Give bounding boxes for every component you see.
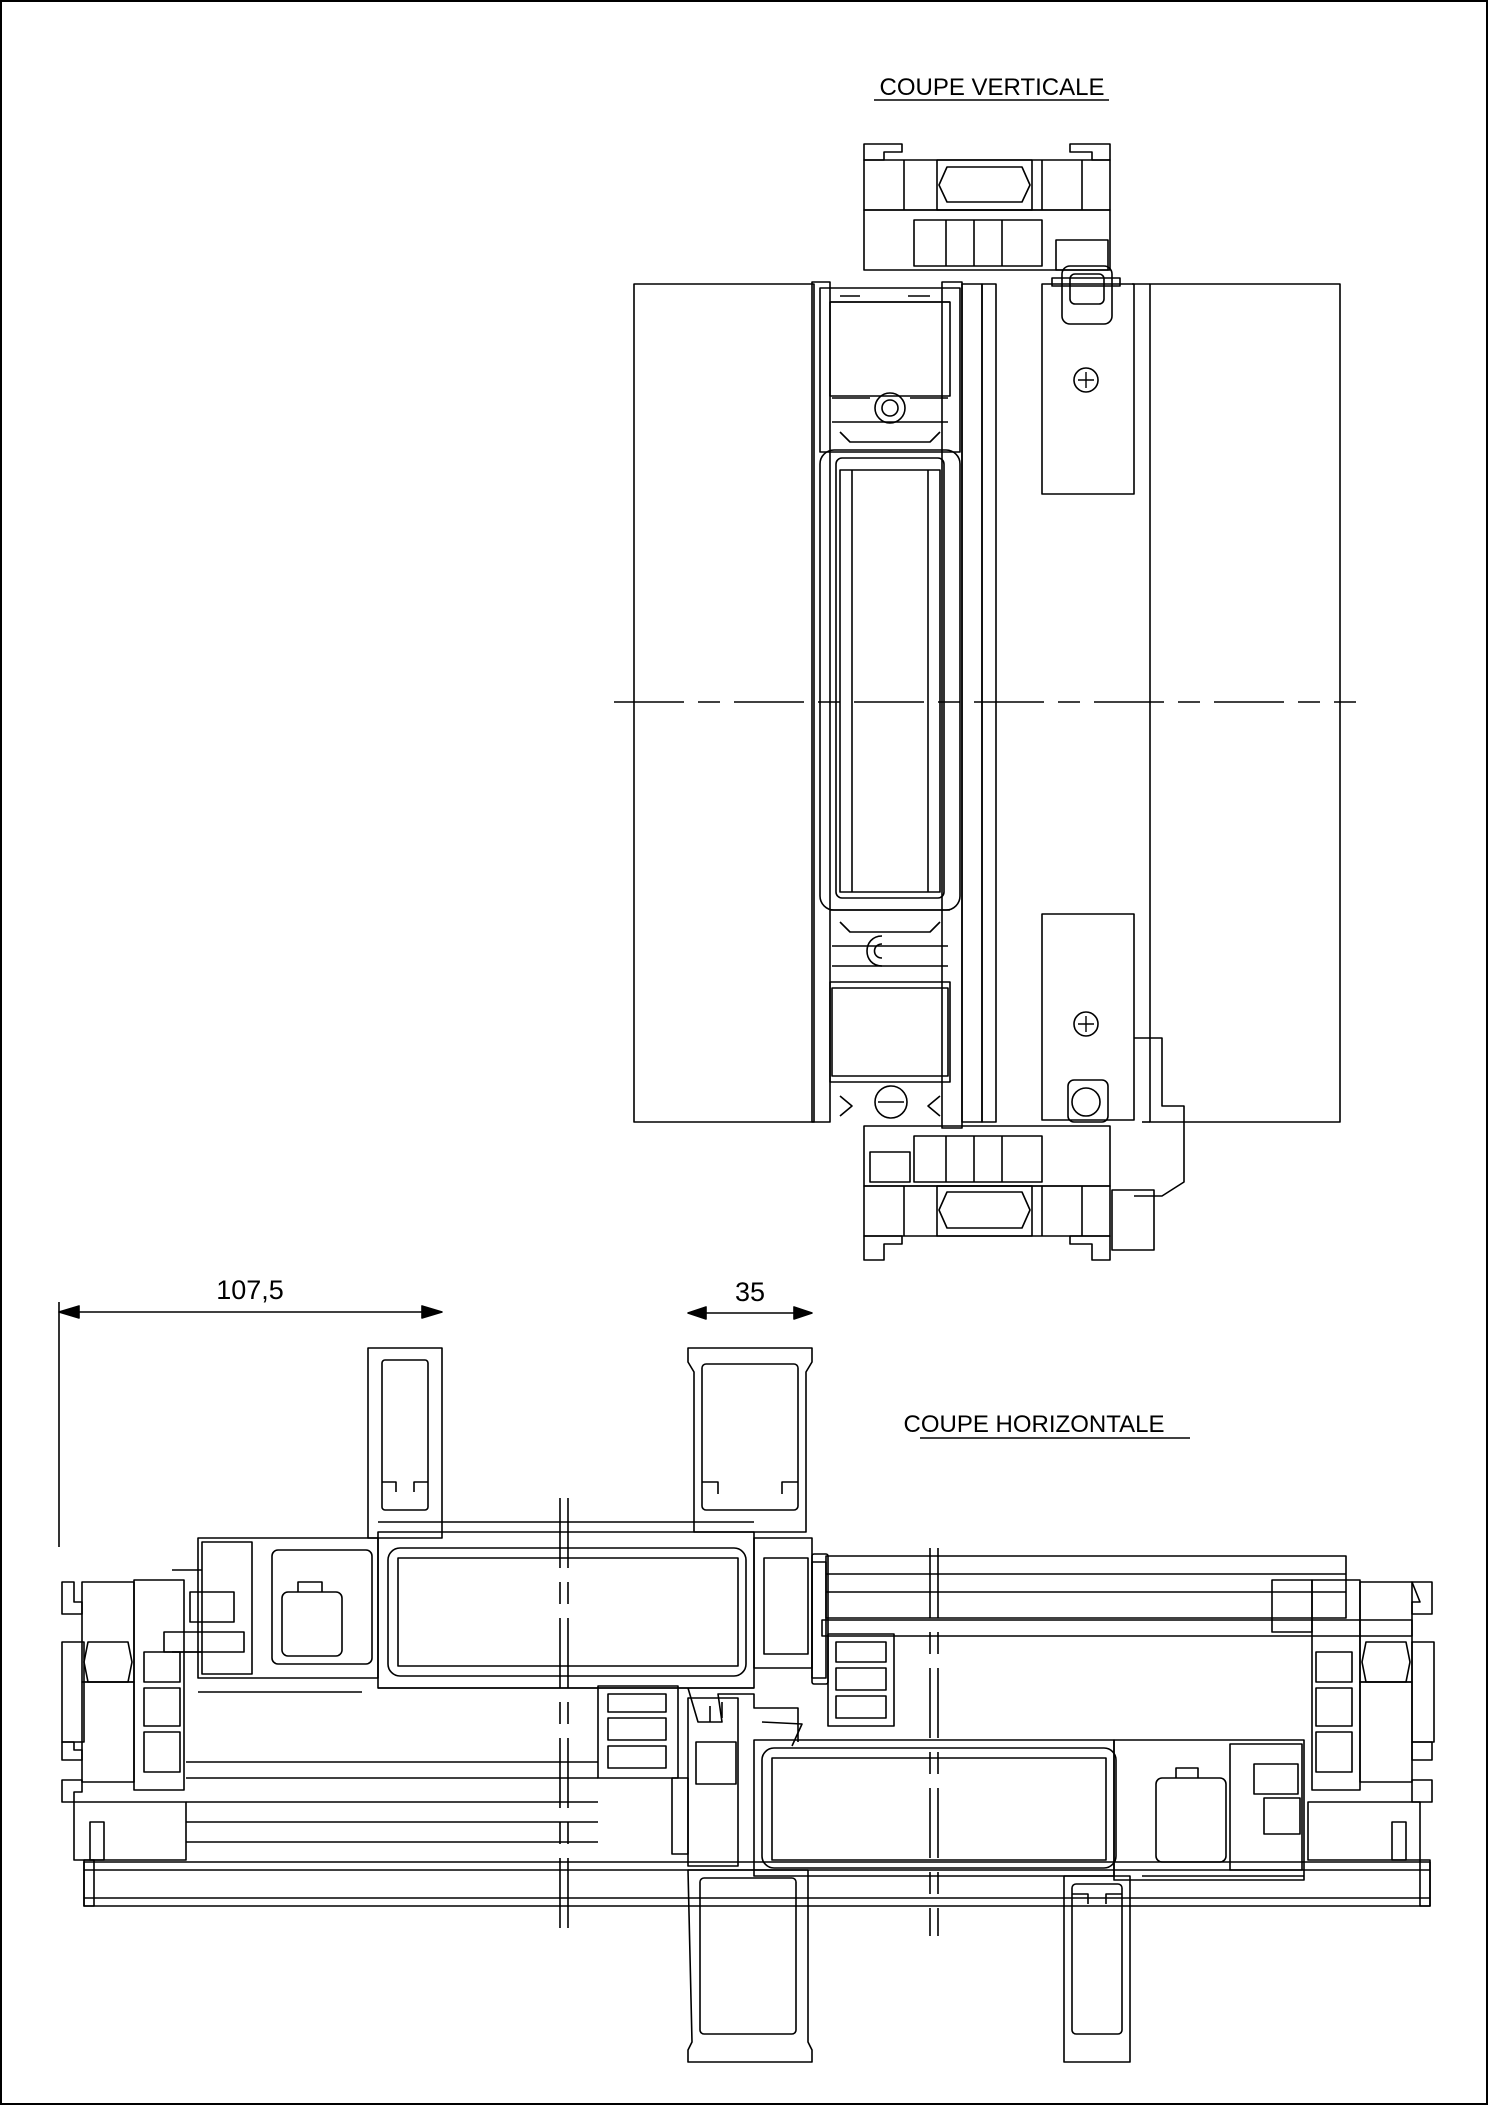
central-interlock — [671, 1687, 803, 1867]
right-glass-unit — [753, 1739, 1117, 1877]
centre-fin-bottom — [687, 1869, 813, 2063]
right-sash — [1113, 1739, 1305, 1881]
right-outer-frame — [1271, 1579, 1435, 1861]
lower-sash-detail — [829, 909, 951, 1119]
horizontal-section: COUPE HORIZONTALE — [61, 1347, 1435, 2063]
horizontal-section-title: COUPE HORIZONTALE — [904, 1411, 1165, 1438]
wall-slab-left — [633, 283, 815, 1123]
vertical-section: COUPE VERTICALE — [614, 74, 1356, 1261]
left-sash — [163, 1537, 379, 1693]
bottom-frame-profile — [863, 1125, 1155, 1261]
sash-profile — [811, 281, 997, 1129]
wall-slab-right — [1149, 283, 1341, 1123]
middle-filler — [186, 1555, 1413, 1843]
right-fin-bottom — [1063, 1875, 1131, 2063]
left-fin-top — [367, 1347, 443, 1539]
break-lines-horizontal — [559, 1498, 939, 1936]
centre-fin-top — [687, 1347, 829, 1685]
glass-unit — [839, 469, 941, 893]
vertical-section-title: COUPE VERTICALE — [880, 74, 1105, 101]
dimension-right-value: 35 — [735, 1277, 765, 1307]
upper-bracket — [1041, 283, 1135, 495]
lower-bracket — [1041, 913, 1185, 1197]
dimension-left-value: 107,5 — [216, 1275, 284, 1305]
dimensions: 107,5 35 — [58, 1275, 813, 1547]
top-frame-profile — [863, 143, 1121, 325]
left-glass-unit — [377, 1521, 755, 1689]
left-outer-frame — [61, 1579, 1431, 1907]
